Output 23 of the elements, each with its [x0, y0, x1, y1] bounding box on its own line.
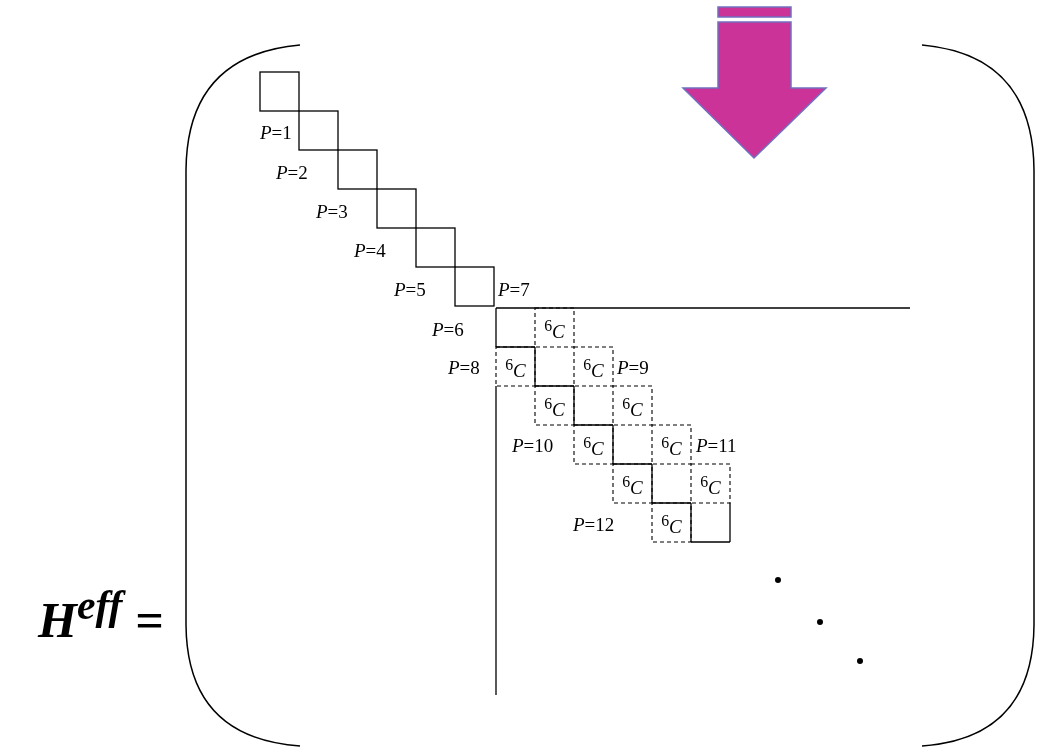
equation-label: H$^{eff}$ = [38, 585, 164, 645]
block-label: P=1 [260, 123, 292, 142]
coupling-label: $^{6}$C [582, 435, 605, 459]
coupling-label: $^{6}$C [582, 357, 605, 381]
coupling-label: $^{6}$C [621, 474, 644, 498]
block-label: P=3 [316, 202, 348, 221]
coupling-label: $^{6}$C [543, 318, 566, 342]
block-label: P=8 [448, 358, 480, 377]
block-label: P=12 [573, 515, 615, 534]
coupling-label: $^{6}$C [699, 474, 722, 498]
block-label: P=6 [432, 320, 464, 339]
coupling-label: $^{6}$C [660, 513, 683, 537]
block-label: P=5 [394, 280, 426, 299]
coupling-label: $^{6}$C [543, 396, 566, 420]
block-label: P=11 [696, 436, 737, 455]
coupling-label: $^{6}$C [504, 357, 527, 381]
block-label: P=10 [512, 436, 554, 455]
coupling-label: $^{6}$C [660, 435, 683, 459]
block-label: P=2 [276, 163, 308, 182]
block-label: P=9 [617, 358, 649, 377]
block-label: P=4 [354, 241, 386, 260]
block-label: P=7 [498, 280, 530, 299]
coupling-label: $^{6}$C [621, 396, 644, 420]
